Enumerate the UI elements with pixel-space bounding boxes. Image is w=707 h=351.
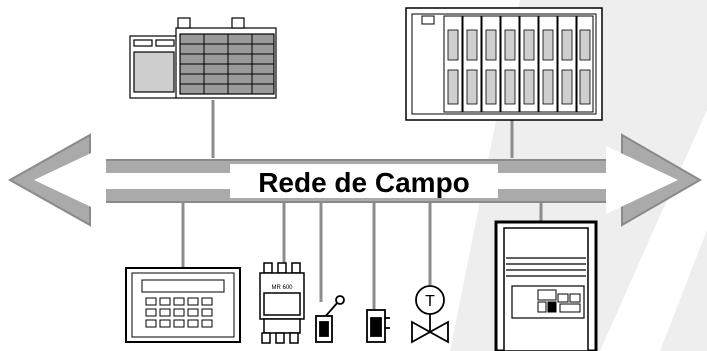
bus-label: Rede de Campo — [258, 167, 470, 198]
sensor-icon — [366, 309, 390, 343]
io-rack-icon — [405, 7, 603, 121]
drive-cabinet-icon — [494, 220, 598, 351]
valve-icon: T — [411, 285, 449, 344]
plc-rack-icon — [129, 17, 277, 99]
limit-switch-icon — [315, 295, 345, 343]
meter-icon: MR 600 — [259, 262, 305, 344]
field-network-bus: Rede de Campo — [7, 133, 703, 227]
meter-label: MR 600 — [271, 285, 293, 291]
keypad-terminal-icon — [125, 267, 241, 343]
connector-lines — [181, 100, 543, 310]
bus-label-bg — [230, 164, 498, 198]
valve-label: T — [425, 293, 435, 310]
